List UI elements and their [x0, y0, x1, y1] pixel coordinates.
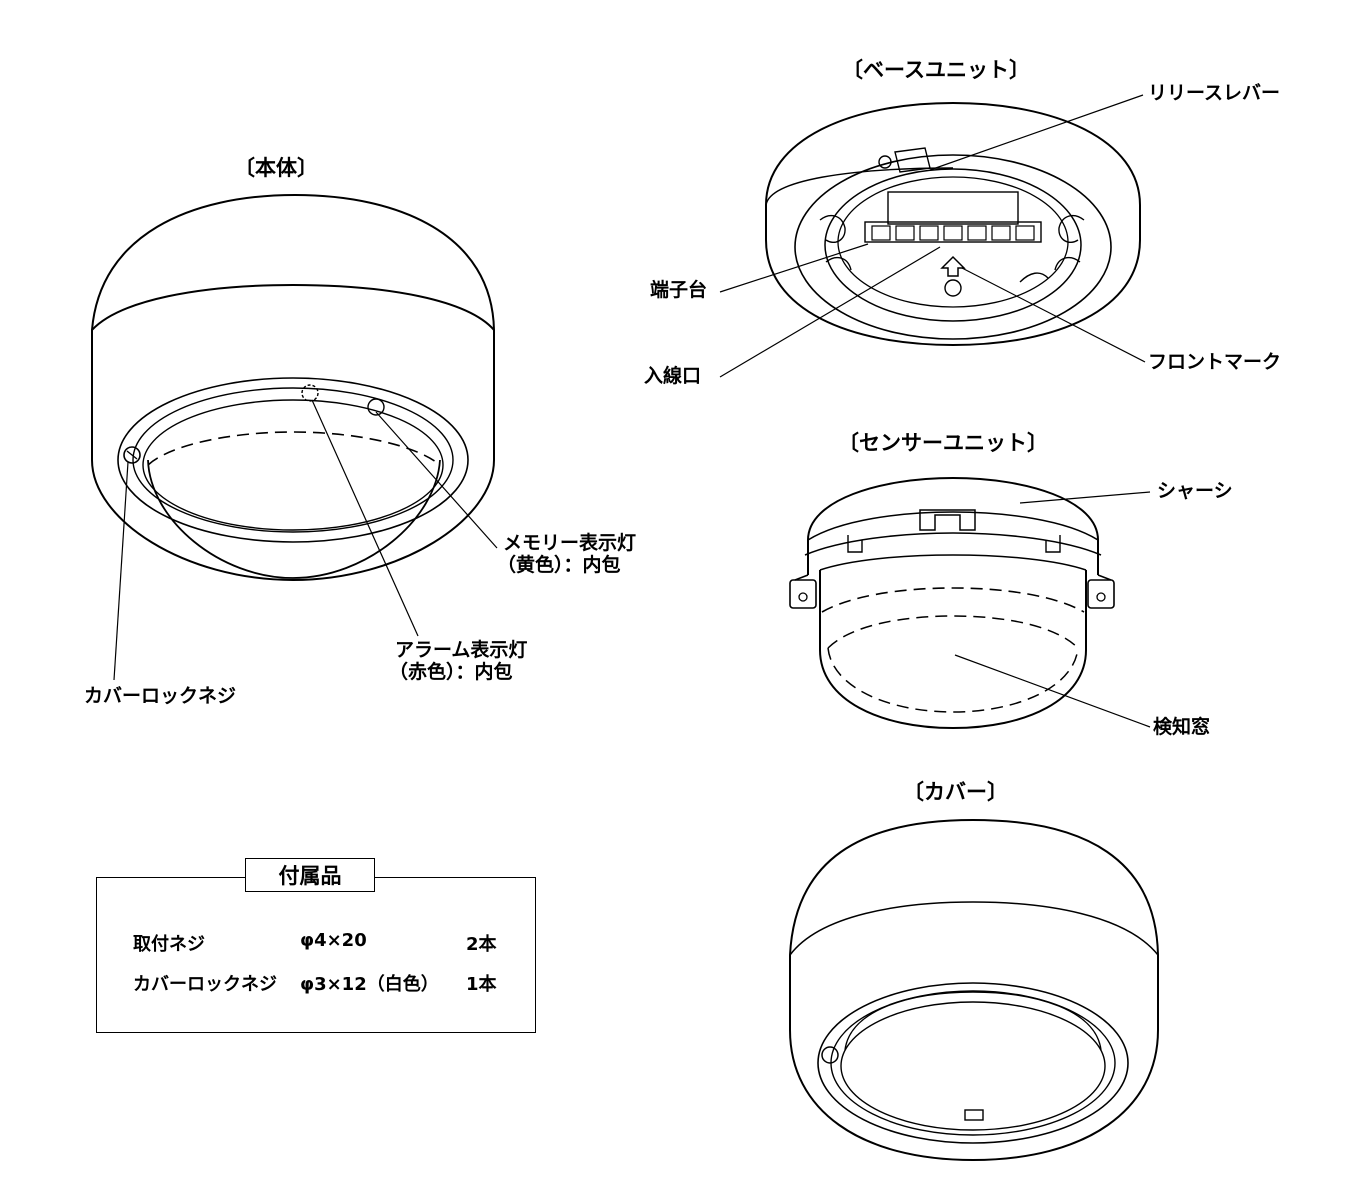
cover-drawing — [789, 818, 1159, 1162]
label-alarm-lamp-line2: （赤色）：内包 — [389, 660, 513, 683]
label-terminal-block: 端子台 — [650, 279, 708, 301]
label-detection-window: 検知窓 — [1153, 716, 1211, 738]
sensor-unit-drawing — [789, 476, 1151, 730]
label-cover-lock-screw: カバーロックネジ — [84, 685, 237, 707]
label-cable-inlet: 入線口 — [644, 365, 702, 387]
label-chassis: シャーシ — [1157, 480, 1233, 502]
title-base-unit: 〔ベースユニット〕 — [842, 58, 1030, 82]
main-body-drawing — [91, 193, 498, 681]
label-release-lever: リリースレバー — [1148, 82, 1281, 104]
label-alarm-lamp-line1: アラーム表示灯 — [395, 639, 528, 661]
accessory-name-1: 取付ネジ — [133, 934, 205, 955]
label-memory-lamp: メモリー表示灯 （黄色）：内包 — [497, 532, 637, 577]
label-alarm-lamp: アラーム表示灯 （赤色）：内包 — [389, 639, 528, 684]
accessory-qty-2: 1本 — [466, 974, 497, 995]
base-unit-drawing — [719, 94, 1146, 378]
accessory-qty-1: 2本 — [466, 934, 497, 955]
title-main-body: 〔本体〕 — [234, 156, 318, 180]
accessory-spec-1: φ4×20 — [300, 930, 367, 951]
label-front-mark: フロントマーク — [1148, 351, 1282, 373]
accessory-name-2: カバーロックネジ — [133, 974, 277, 995]
label-memory-lamp-line2: （黄色）：内包 — [497, 553, 621, 576]
title-sensor-unit: 〔センサーユニット〕 — [838, 431, 1048, 455]
accessory-spec-2: φ3×12（白色） — [300, 974, 439, 995]
title-cover: 〔カバー〕 — [903, 780, 1008, 804]
accessories-title: 付属品 — [245, 858, 375, 892]
label-memory-lamp-line1: メモリー表示灯 — [503, 532, 637, 554]
